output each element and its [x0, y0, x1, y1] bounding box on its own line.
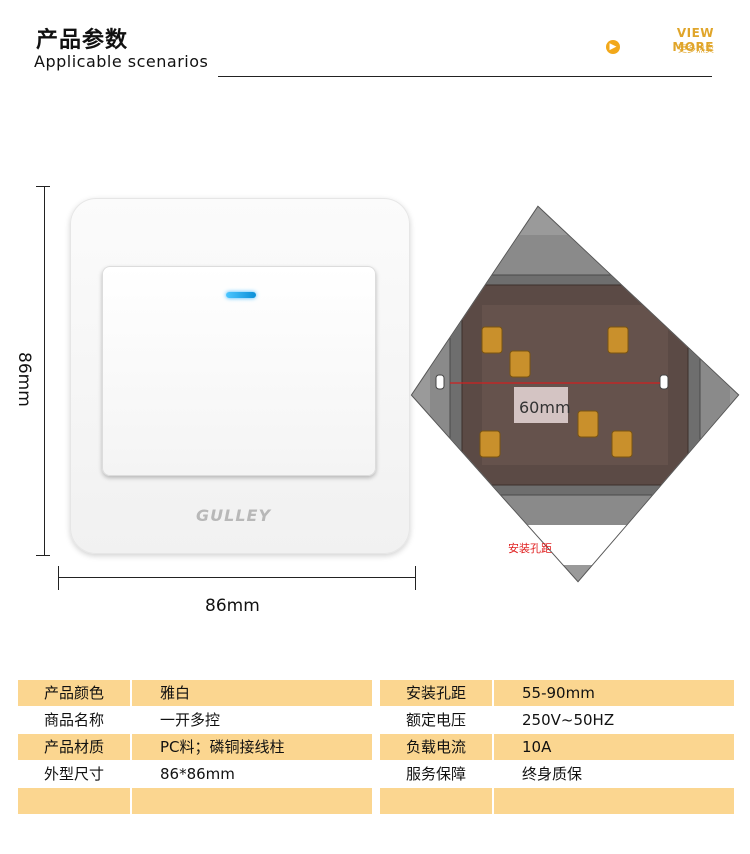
- switch-back-illustration: [410, 205, 740, 583]
- spec-row: 外型尺寸 86*86mm 服务保障 终身质保: [18, 761, 734, 787]
- spec-value: 55-90mm: [494, 680, 734, 706]
- hole-distance-label: 60mm: [519, 398, 571, 417]
- spec-value: [494, 788, 734, 814]
- spec-value: 雅白: [132, 680, 372, 706]
- spec-label: 商品名称: [18, 707, 130, 733]
- hole-distance-caption: 安装孔距: [508, 542, 552, 555]
- brand-logo: GULLEY: [196, 506, 272, 525]
- spec-value: 终身质保: [494, 761, 734, 787]
- spec-label: 产品材质: [18, 734, 130, 760]
- width-dimension-line: [58, 577, 416, 578]
- spec-row: 商品名称 一开多控 额定电压 250V~50HZ: [18, 707, 734, 733]
- switch-rocker: [102, 266, 376, 476]
- page-title: 产品参数: [36, 28, 129, 53]
- spec-value: [132, 788, 372, 814]
- width-dimension-tick-left: [58, 566, 59, 590]
- indicator-light: [226, 292, 256, 298]
- view-more-link[interactable]: VIEW MORE: [672, 26, 714, 54]
- spec-row: [18, 788, 734, 814]
- switch-back-view: [410, 205, 740, 583]
- view-more-sublabel[interactable]: 更多热卖: [677, 45, 714, 55]
- spec-label: 外型尺寸: [18, 761, 130, 787]
- spec-value: 10A: [494, 734, 734, 760]
- spec-value: 86*86mm: [132, 761, 372, 787]
- spec-label: 产品颜色: [18, 680, 130, 706]
- spec-label: [380, 788, 492, 814]
- height-dimension-line: [44, 186, 45, 556]
- spec-value: 一开多控: [132, 707, 372, 733]
- page-subtitle: Applicable scenarios: [34, 52, 209, 71]
- spec-label: 服务保障: [380, 761, 492, 787]
- header-divider: [218, 76, 712, 77]
- spec-value: 250V~50HZ: [494, 707, 734, 733]
- height-dimension-tick-top: [36, 186, 50, 187]
- height-dimension-label: 86mm: [14, 352, 34, 407]
- height-dimension-tick-bottom: [36, 555, 50, 556]
- spec-row: 产品颜色 雅白 安装孔距 55-90mm: [18, 680, 734, 706]
- spec-label: 负载电流: [380, 734, 492, 760]
- width-dimension-label: 86mm: [205, 596, 260, 616]
- play-arrow-icon[interactable]: ▶: [606, 40, 620, 54]
- spec-row: 产品材质 PC料；磷铜接线柱 负载电流 10A: [18, 734, 734, 760]
- width-dimension-tick-right: [415, 566, 416, 590]
- spec-label: 安装孔距: [380, 680, 492, 706]
- spec-label: 额定电压: [380, 707, 492, 733]
- spec-value: PC料；磷铜接线柱: [132, 734, 372, 760]
- spec-label: [18, 788, 130, 814]
